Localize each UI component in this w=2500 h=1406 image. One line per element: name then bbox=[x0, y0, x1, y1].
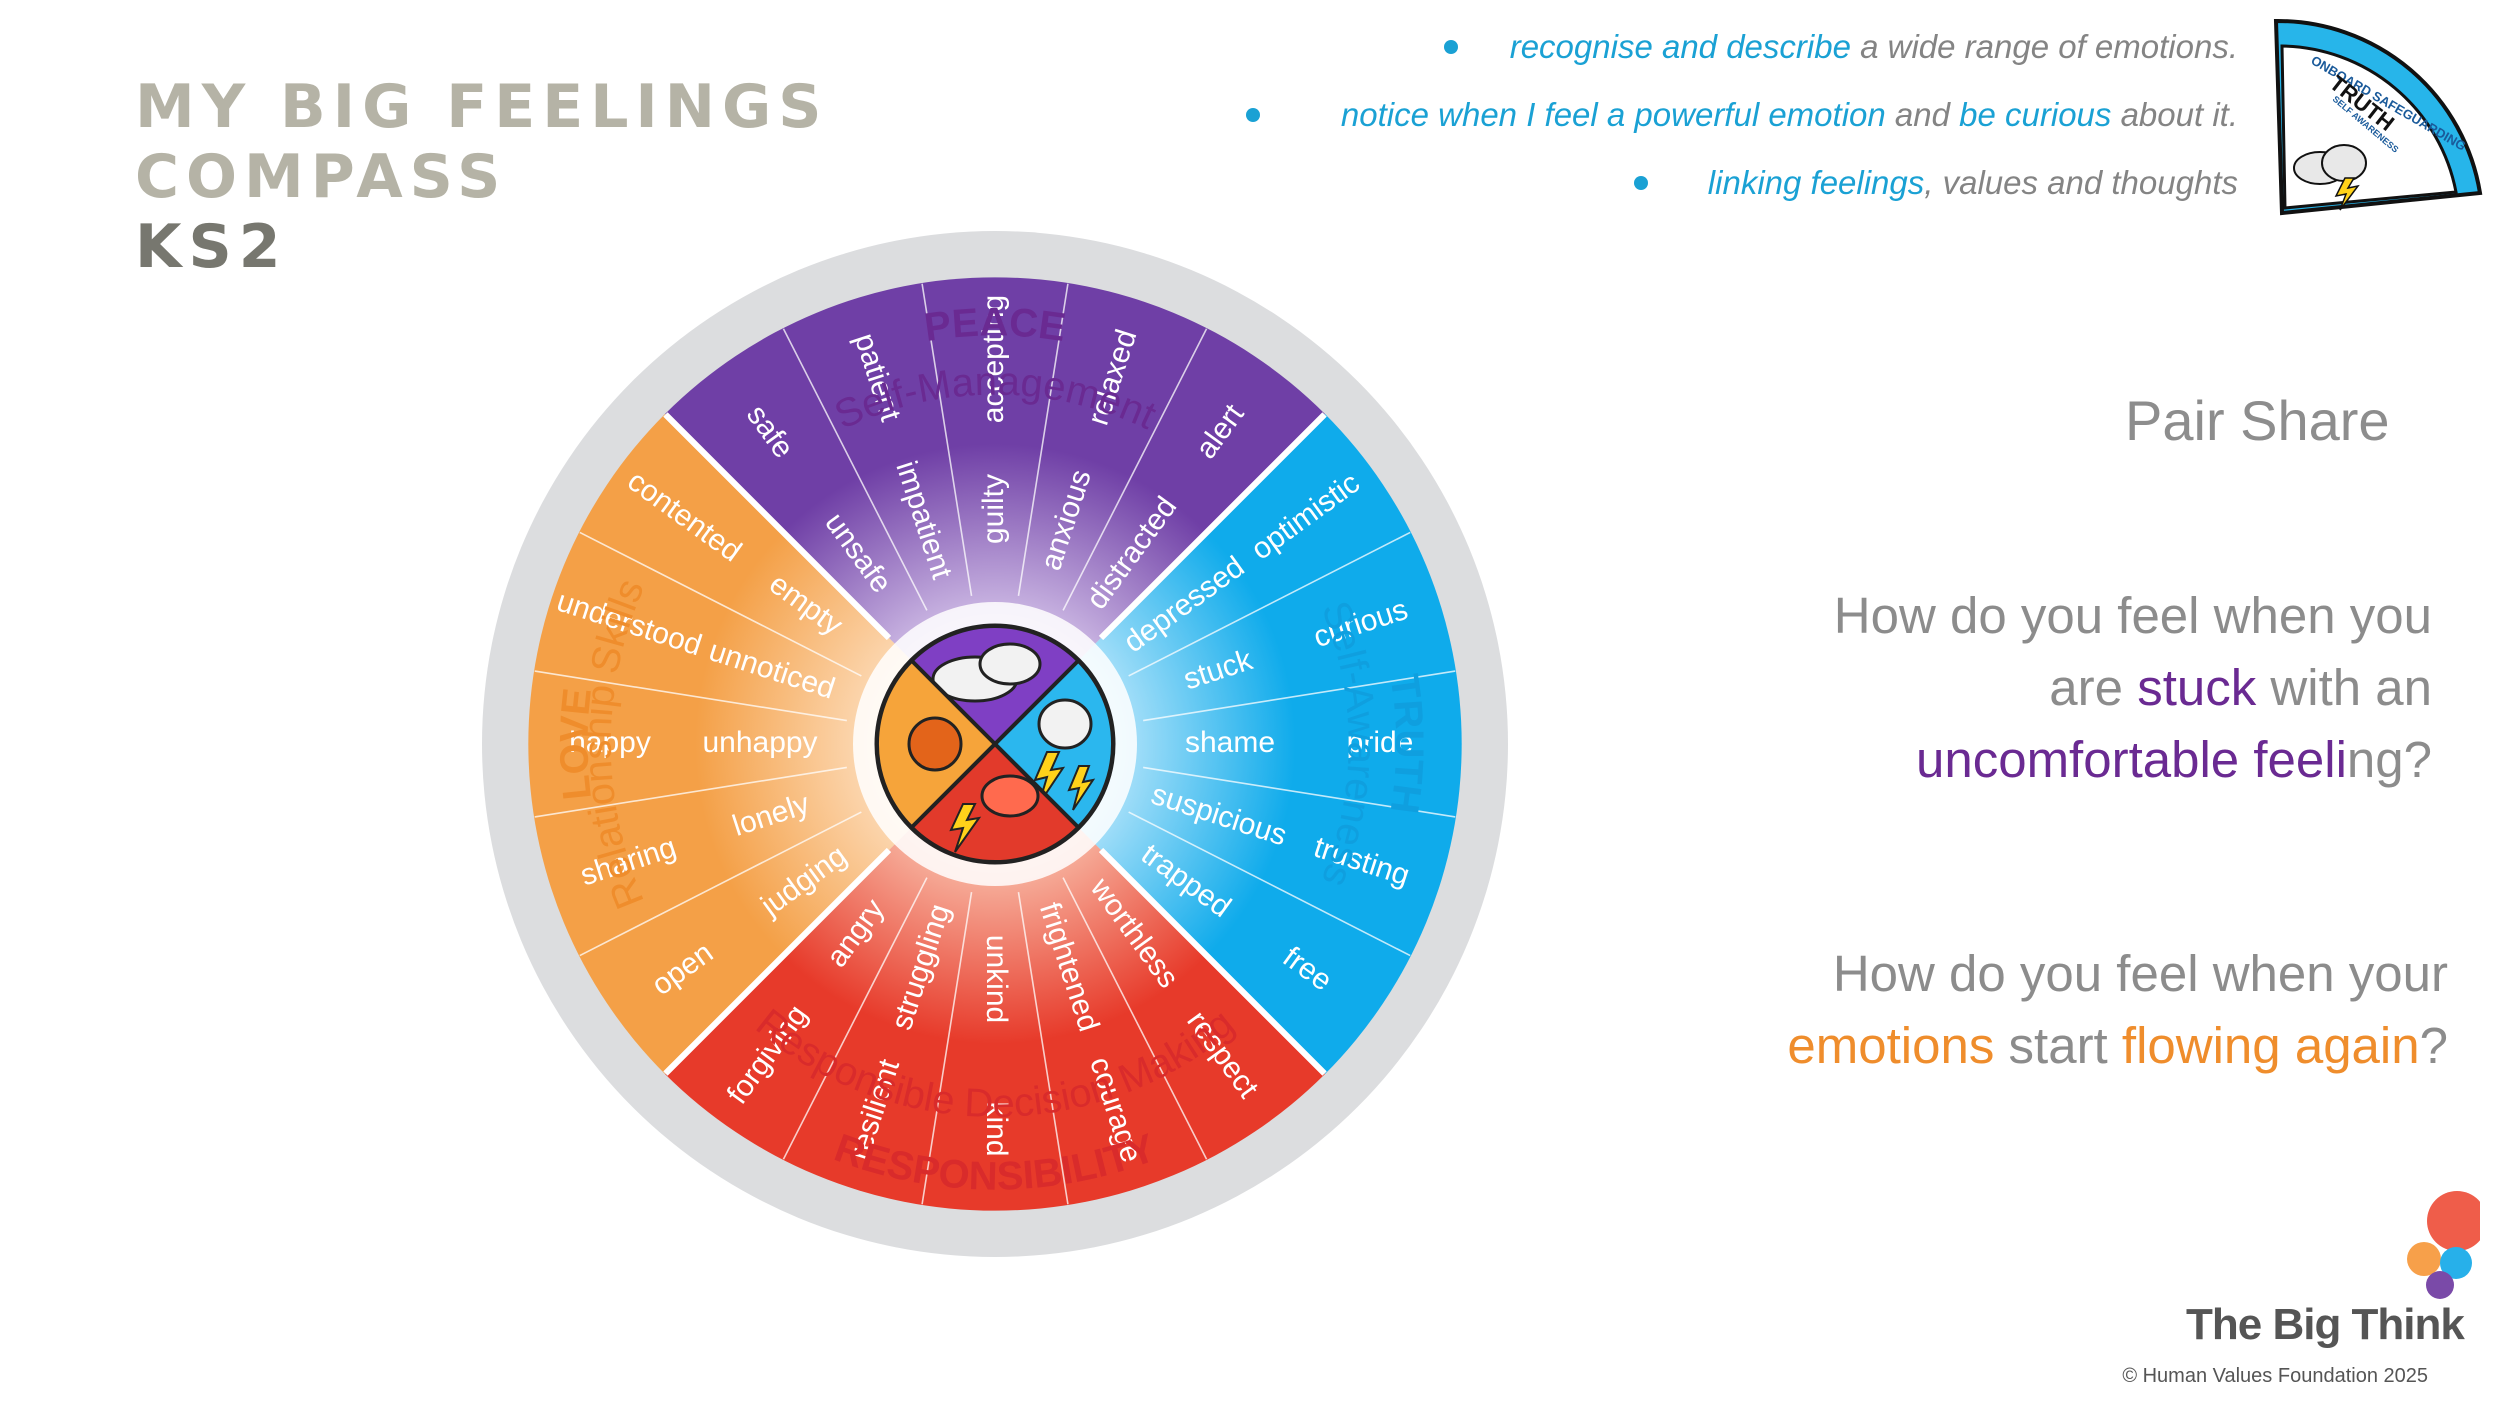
truth-outer-word: pride bbox=[1347, 726, 1414, 759]
love-quadrant bbox=[528, 414, 995, 1074]
bullet-dot-icon bbox=[1444, 40, 1458, 54]
wheel-divider bbox=[663, 847, 892, 1076]
wheel-divider bbox=[1017, 283, 1069, 596]
copyright: © Human Values Foundation 2025 bbox=[2122, 1365, 2428, 1387]
wheel-divider bbox=[579, 531, 862, 677]
logo-text: The Big Think bbox=[2186, 1300, 2465, 1349]
love-value-label: LOVE bbox=[552, 686, 600, 802]
objectives-list: recognise and describe a wide range of e… bbox=[938, 22, 2238, 226]
truth-badge: ONBOARD SAFEGUARDING TRUTH SELF AWARENES… bbox=[2273, 18, 2483, 216]
objective-item: linking feelings, values and thoughts bbox=[938, 158, 2238, 226]
responsibility-outer-word: kind bbox=[980, 1101, 1013, 1156]
peace-outer-word: accepting bbox=[977, 295, 1010, 423]
truth-quadrant bbox=[995, 414, 1462, 1074]
title-line-3: KS2 bbox=[135, 212, 288, 282]
storm-cloud-icon bbox=[2293, 144, 2367, 211]
question-1: How do you feel when you are stuck with … bbox=[1833, 587, 2432, 788]
wheel-divider bbox=[921, 283, 973, 596]
wheel-divider bbox=[534, 766, 847, 818]
bullet-dot-icon bbox=[1246, 108, 1260, 122]
wheel-divider bbox=[1128, 811, 1411, 957]
wheel-dividers bbox=[534, 283, 1456, 1205]
wheel-divider bbox=[782, 877, 928, 1160]
responsibility-inner-word: unkind bbox=[980, 935, 1013, 1023]
wheel-divider bbox=[1098, 412, 1327, 641]
wheel-divider bbox=[1128, 531, 1411, 677]
title-line-1: MY BIG FEELINGS bbox=[135, 72, 829, 142]
pair-share-heading: Pair Share bbox=[2125, 389, 2390, 452]
peace-inner-word: guilty bbox=[977, 474, 1010, 544]
wheel-divider bbox=[579, 811, 862, 957]
truth-inner-word: shame bbox=[1185, 726, 1275, 759]
colored-circles-icon bbox=[2407, 1191, 2480, 1299]
wheel-divider bbox=[1143, 766, 1456, 818]
objective-item: notice when I feel a powerful emotion an… bbox=[938, 90, 2238, 158]
title-line-2: COMPASS bbox=[135, 142, 508, 212]
wheel-divider bbox=[1062, 877, 1208, 1160]
love-outer-word: happy bbox=[569, 726, 651, 759]
peace-quadrant bbox=[665, 277, 1325, 744]
weather-wheel-icon bbox=[874, 623, 1116, 865]
wheel-divider bbox=[921, 892, 973, 1205]
love-inner-word: unhappy bbox=[702, 726, 817, 759]
wheel-divider bbox=[1143, 670, 1456, 722]
bullet-dot-icon bbox=[1634, 176, 1648, 190]
wheel-divider bbox=[1062, 328, 1208, 611]
wheel-divider bbox=[663, 412, 892, 641]
wheel-divider bbox=[1017, 892, 1069, 1205]
wheel-divider bbox=[534, 670, 847, 722]
peace-value-label: PEACE bbox=[922, 300, 1069, 350]
wheel-divider bbox=[782, 328, 928, 611]
objective-item: recognise and describe a wide range of e… bbox=[938, 22, 2238, 90]
page-title: MY BIG FEELINGS COMPASS KS2 bbox=[135, 72, 828, 282]
question-2: How do you feel when your emotions start… bbox=[1787, 945, 2448, 1074]
responsibility-quadrant bbox=[665, 744, 1325, 1211]
truth-value-label: TRUTH bbox=[1382, 672, 1431, 817]
wheel-divider bbox=[1098, 847, 1327, 1076]
